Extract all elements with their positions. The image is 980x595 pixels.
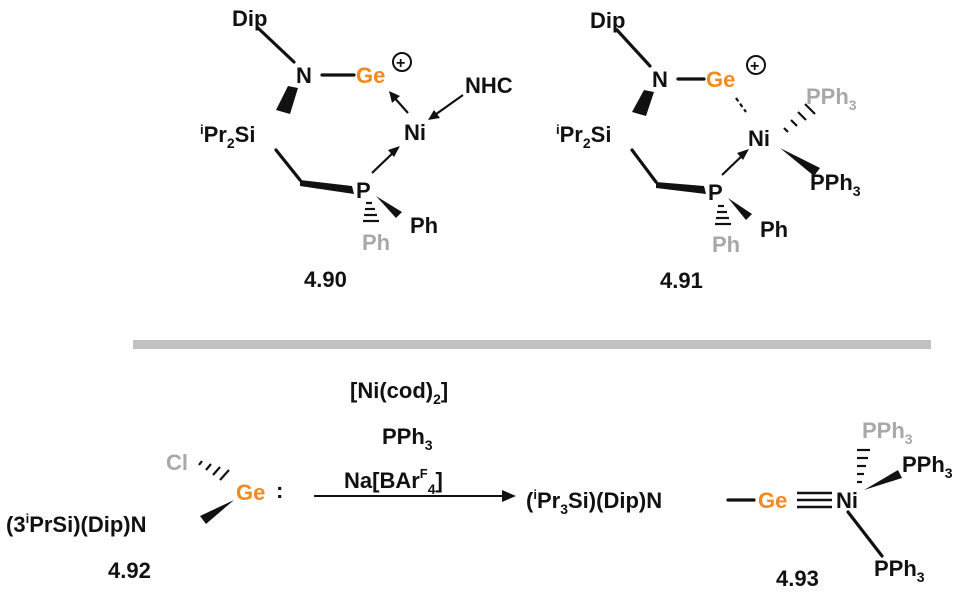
bond-si-ch2 [274, 148, 302, 182]
ph-label: Ph [410, 213, 438, 238]
dative-ge-ni [735, 97, 747, 113]
pph3-label: PPh3 [810, 170, 861, 199]
compound-4-92: Cl Ge : (3iPrSi)(Dip)N 4.92 [6, 450, 283, 583]
reagent-ni-cod: [Ni(cod)2] [350, 378, 448, 407]
reagent-na-barf: Na[BArF4] [344, 466, 443, 497]
compound-4-93: (iPr3Si)(Dip)N Ge Ni PPh3 PPh3 [526, 418, 953, 591]
ph-gray-label: Ph [362, 230, 390, 255]
arrowhead-ni-ge [389, 91, 400, 103]
cation-charge: + [392, 52, 412, 72]
dative-nhc-ni [431, 94, 464, 118]
pph3-gray-label: PPh3 [806, 84, 857, 113]
wedge-ch2-p [300, 180, 354, 194]
hash-ge-cl [198, 460, 230, 481]
triple-bond-ge-ni [797, 491, 832, 509]
separator-bar [133, 340, 931, 349]
ph-label: Ph [760, 217, 788, 242]
nhc-label: NHC [465, 73, 513, 98]
ni-atom: Ni [748, 126, 770, 151]
hash-p-ph-gray [363, 201, 379, 223]
compound-label-4-92: 4.92 [108, 558, 151, 583]
ni-atom: Ni [836, 488, 858, 513]
pph3-right-label: PPh3 [902, 452, 953, 481]
wedge-n-si [632, 90, 654, 116]
hash-ni-pph3-gray [783, 103, 816, 133]
reaction-arrowhead [502, 490, 516, 502]
n-atom: N [652, 67, 668, 92]
n-atom: N [296, 63, 312, 88]
cation-charge: + [746, 55, 766, 75]
bond-dip-n [256, 26, 296, 64]
ge-atom: Ge [706, 67, 735, 92]
wedge-n-si [276, 86, 298, 114]
compound-label-4-91: 4.91 [660, 268, 703, 293]
dip-label: Dip [232, 6, 267, 31]
bond-si-ch2 [630, 148, 658, 184]
cl-atom: Cl [166, 450, 188, 475]
svg-text:+: + [396, 55, 405, 72]
wedge-ch2-p [656, 182, 706, 194]
pph3-bottom-label: PPh3 [874, 556, 925, 585]
bond-dip-n [615, 28, 652, 68]
hash-p-ph-gray [715, 204, 731, 226]
si-group: iPr2Si [556, 122, 611, 151]
compound-label-4-93: 4.93 [776, 566, 819, 591]
hash-ni-pph3-gray [857, 448, 870, 484]
arrowhead-nhc-ni [428, 110, 440, 120]
ligand-label: (3iPrSi)(Dip)N [6, 511, 147, 537]
p-atom: P [356, 178, 371, 203]
ge-atom: Ge [356, 63, 385, 88]
dip-label: Dip [590, 8, 625, 33]
wedge-ni-pph3 [864, 470, 902, 490]
arrowhead-p-ni [737, 149, 749, 160]
p-atom: P [708, 180, 723, 205]
structure-4-90: Dip N Ge + NHC Ni iPr2Si P Ph Ph 4.90 [200, 6, 513, 292]
wedge-p-ph [376, 196, 402, 218]
ge-atom: Ge [758, 488, 787, 513]
bond-ni-pph3 [846, 510, 884, 558]
ph-gray-label: Ph [712, 232, 740, 257]
reaction-scheme: [Ni(cod)2] PPh3 Na[BArF4] Cl Ge : (3iPrS… [6, 378, 953, 591]
svg-text:+: + [750, 58, 759, 75]
arrowhead-p-ni [388, 146, 400, 157]
compound-label-4-90: 4.90 [304, 267, 347, 292]
wedge-p-ph [728, 198, 752, 220]
structure-4-91: Dip N Ge + Ni PPh3 PPh3 iPr2Si P Ph Ph 4… [556, 8, 861, 293]
ligand-label: (iPr3Si)(Dip)N [526, 487, 662, 517]
ni-atom: Ni [404, 120, 426, 145]
wedge-ge-n [200, 500, 234, 524]
lone-pair: : [276, 478, 283, 503]
pph3-gray-label: PPh3 [862, 418, 913, 447]
si-group: iPr2Si [200, 122, 255, 151]
reagent-pph3: PPh3 [382, 424, 433, 453]
ge-atom: Ge [236, 480, 265, 505]
wedge-ni-pph3 [780, 148, 820, 176]
